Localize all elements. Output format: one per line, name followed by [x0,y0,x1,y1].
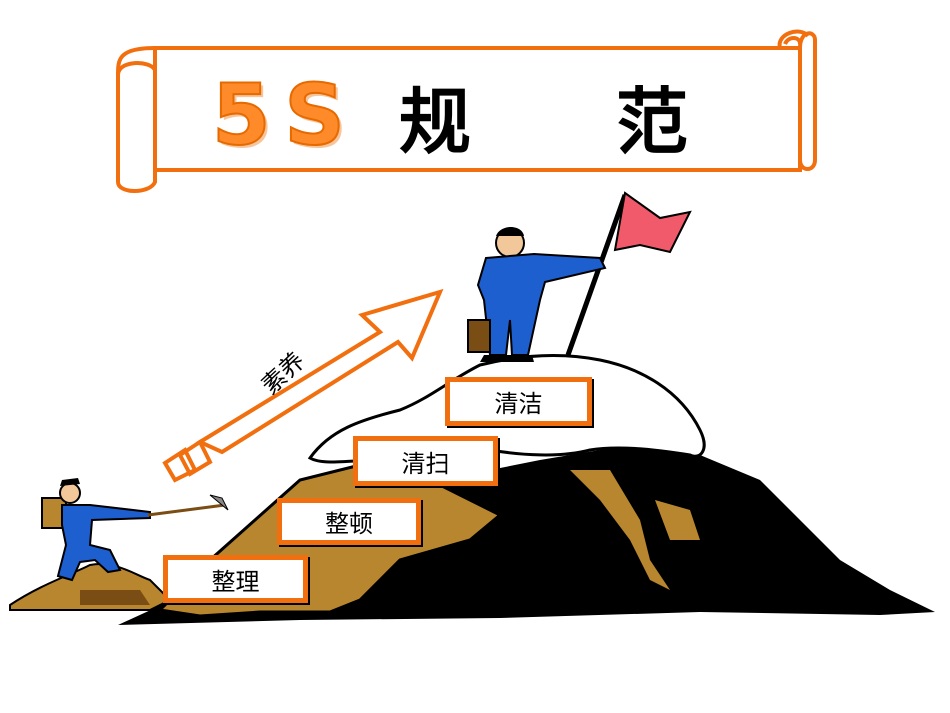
step-box-3: 清扫 [353,436,498,486]
step-box-2: 整顿 [277,498,421,545]
step-label: 清洁 [494,390,543,418]
step-label: 清扫 [401,449,450,478]
climber-figure [41,478,229,582]
growth-arrow [162,288,444,483]
mountain-crack [570,470,670,590]
title-prefix: 5S [211,65,359,165]
businessman-figure [467,191,692,362]
title-bar: 5S 规 范 [160,60,800,170]
title-scroll [116,29,817,193]
mountain-crack-2 [655,500,700,540]
step-box-4: 清洁 [445,377,592,426]
step-label: 整理 [211,567,260,596]
step-box-1: 整理 [163,555,308,603]
cliff-shadow [80,590,150,605]
flag [613,191,692,254]
step-label: 整顿 [325,510,373,538]
title-main: 规 范 [398,79,749,164]
